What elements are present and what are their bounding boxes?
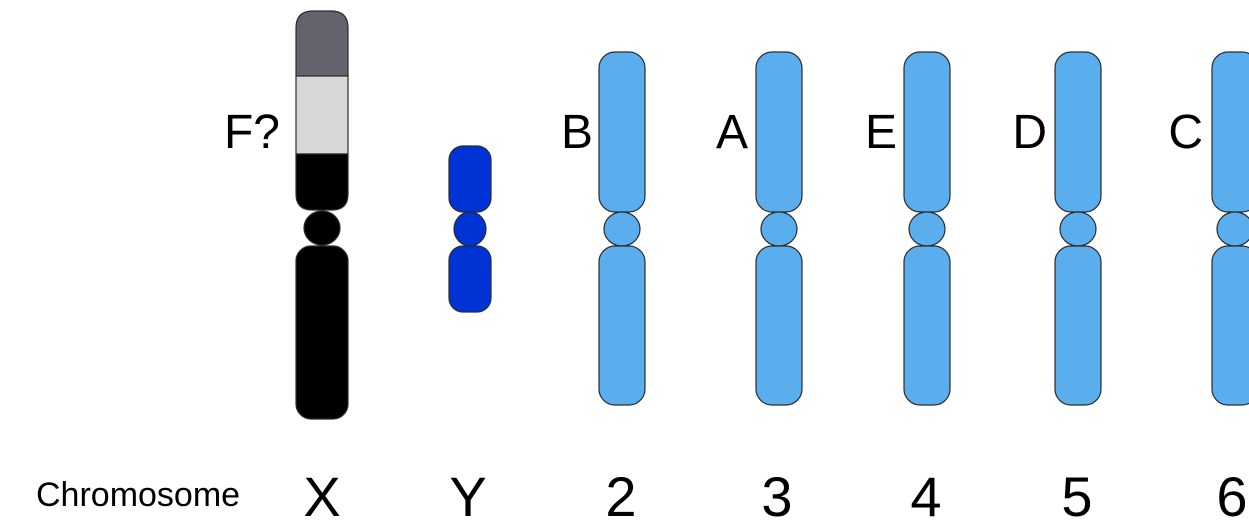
chromosome-5 [1054, 51, 1102, 406]
chromosome-x-short-arm [295, 153, 349, 211]
chromosome-3-short-arm [755, 51, 803, 213]
label-x: F? [224, 106, 280, 159]
chromosome-x-centromere [303, 210, 341, 246]
label-3: A [716, 106, 748, 159]
chromosome-x-long-arm [295, 245, 349, 420]
chromosome-2-centromere [603, 211, 641, 247]
chromosome-4-short-arm [903, 51, 951, 213]
chromosome-name-y: Y [449, 465, 486, 521]
label-2: B [561, 106, 593, 159]
chromosome-x-light-band [295, 75, 349, 155]
chromosome-4-centromere [908, 211, 946, 247]
chromosome-5-long-arm [1054, 245, 1102, 406]
row-title: Chromosome [36, 476, 240, 514]
chromosome-5-short-arm [1054, 51, 1102, 213]
chromosome-4 [903, 51, 951, 406]
chromosome-3 [755, 51, 803, 406]
chromosome-2-long-arm [598, 245, 646, 406]
chromosome-y [448, 145, 492, 313]
label-5: D [1012, 106, 1047, 159]
chromosome-3-centromere [760, 211, 798, 247]
chromosome-3-long-arm [755, 245, 803, 406]
label-6: C [1168, 106, 1203, 159]
chromosome-name-4: 4 [910, 465, 941, 521]
chromosome-2-short-arm [598, 51, 646, 213]
chromosome-y-centromere [453, 211, 487, 247]
chromosome-5-centromere [1059, 211, 1097, 247]
chromosome-name-x: X [303, 465, 340, 521]
chromosome-x-top-arm-cap [295, 10, 349, 77]
chromosome-y-short-arm [448, 145, 492, 213]
chromosome-6-short-arm [1211, 51, 1249, 213]
chromosome-name-2: 2 [605, 465, 636, 521]
chromosome-2 [598, 51, 646, 406]
chromosome-6-centromere [1216, 211, 1249, 247]
chromosome-6 [1211, 51, 1249, 406]
chromosome-name-3: 3 [761, 465, 792, 521]
chromosome-4-long-arm [903, 245, 951, 406]
chromosome-name-5: 5 [1061, 465, 1092, 521]
label-4: E [865, 106, 897, 159]
chromosome-y-long-arm [448, 245, 492, 313]
chromosome-name-6: 6 [1216, 465, 1247, 521]
chromosome-6-long-arm [1211, 245, 1249, 406]
chromosome-x [295, 10, 349, 420]
